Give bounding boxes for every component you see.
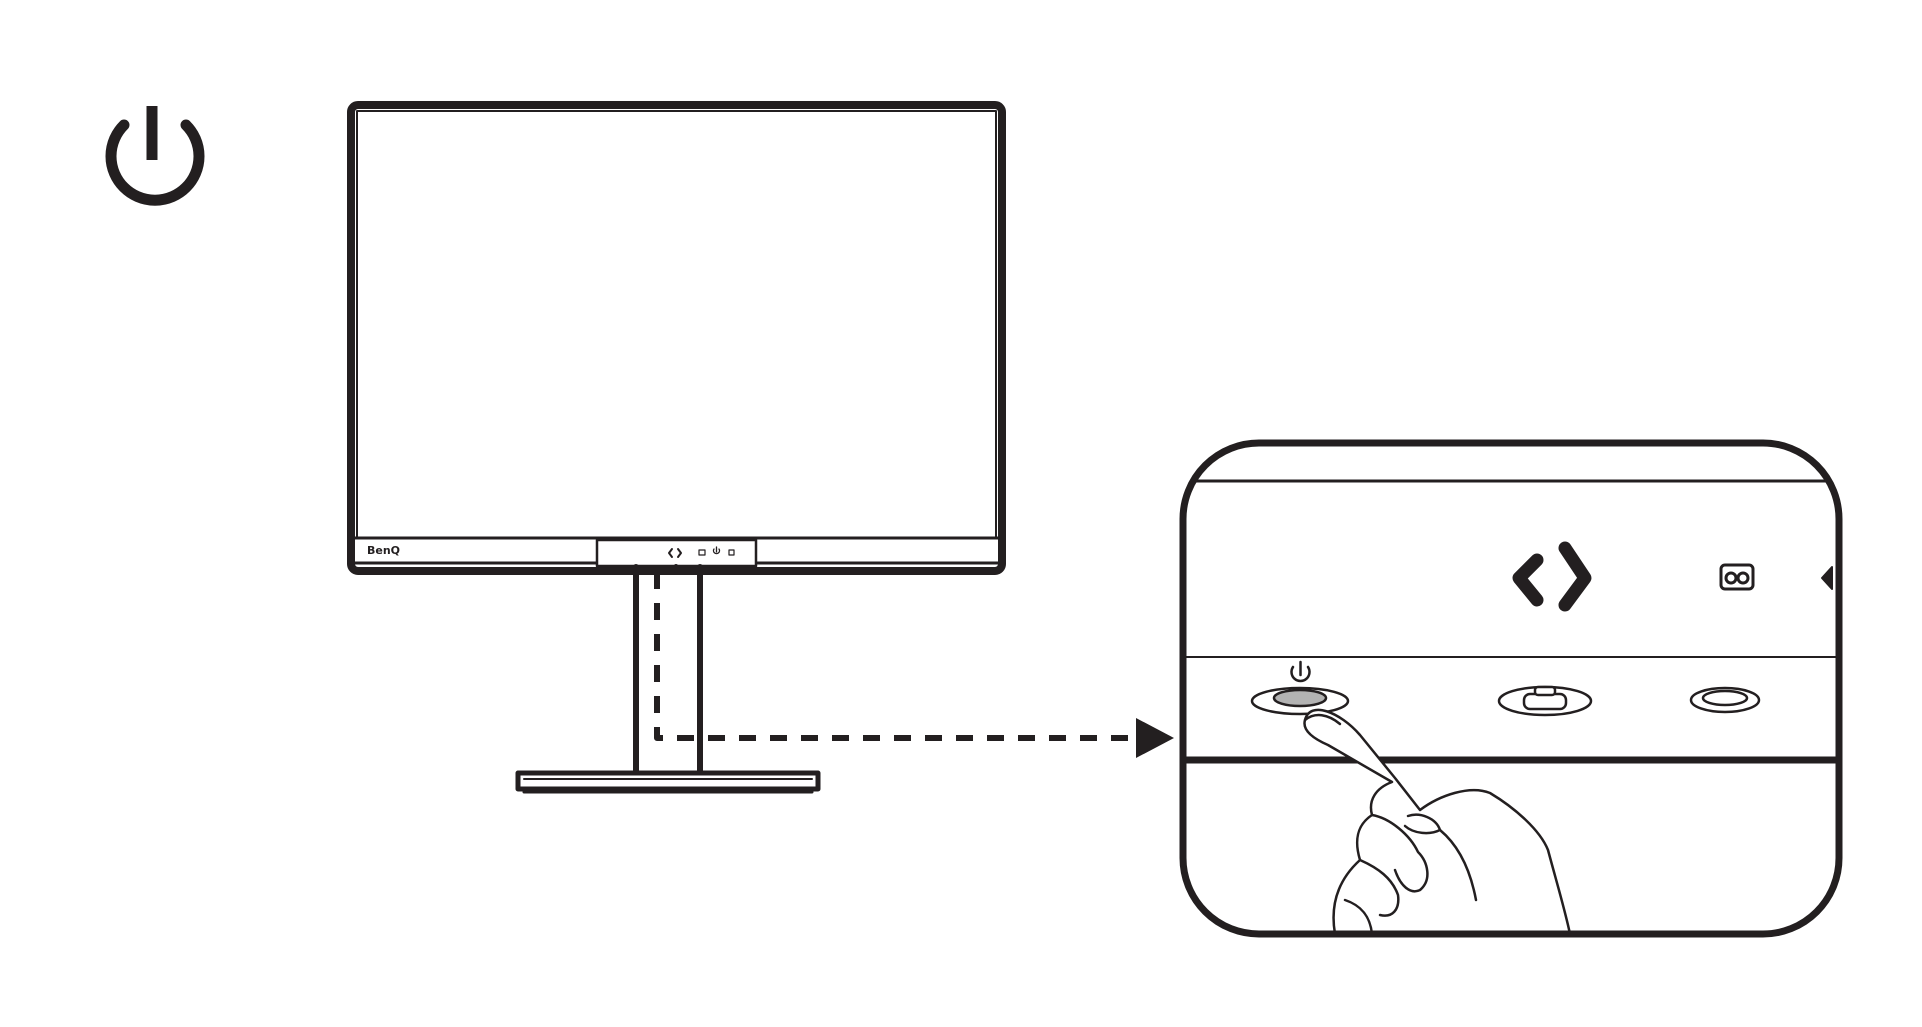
eye-care-icon xyxy=(698,549,706,556)
pressing-hand xyxy=(1303,708,1572,934)
control-panel xyxy=(595,538,758,573)
power-button xyxy=(1250,686,1350,716)
eye-care-icon xyxy=(1719,563,1755,591)
zoom-callout-frame xyxy=(1179,439,1843,938)
monitor: BenQ xyxy=(347,101,1006,575)
monitor-stand xyxy=(515,564,821,794)
callout-leader xyxy=(654,572,1174,758)
input-icon xyxy=(1821,566,1833,590)
center-button xyxy=(1497,685,1593,717)
monitor-screen xyxy=(356,110,997,539)
eye-care-button xyxy=(1689,686,1761,714)
arrow-head xyxy=(1136,718,1174,758)
monitor-bezel xyxy=(347,101,1006,575)
input-icon xyxy=(728,549,735,556)
scroll-key-icon xyxy=(668,548,682,558)
zoom-callout xyxy=(1179,439,1843,938)
power-icon xyxy=(712,546,721,555)
power-icon xyxy=(105,106,205,206)
power-label-icon xyxy=(1290,660,1311,683)
brand-logo: BenQ xyxy=(367,544,400,557)
scroll-key-icon xyxy=(1512,541,1592,612)
